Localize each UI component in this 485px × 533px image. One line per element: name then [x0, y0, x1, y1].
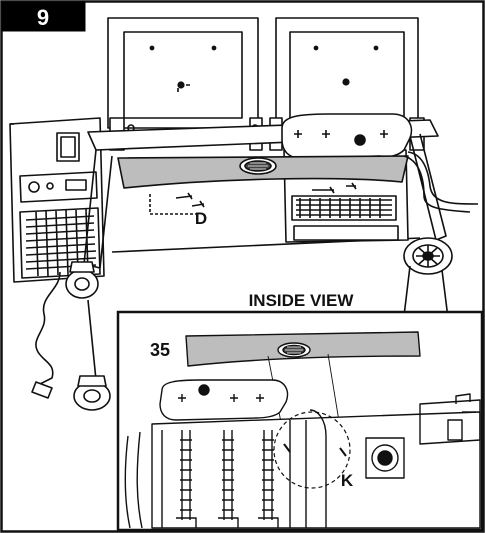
inset-barrel [124, 393, 481, 529]
focus-circle [273, 411, 351, 489]
front-panel-installed [117, 155, 409, 189]
right-lid [275, 17, 419, 129]
grill-main-illustration [9, 17, 479, 411]
pellet-hopper [9, 117, 105, 283]
label-d: D [195, 209, 207, 228]
inset-title: INSIDE VIEW [249, 291, 355, 310]
inside-view-inset [116, 310, 484, 532]
screws-d [149, 182, 357, 215]
left-lid [107, 17, 259, 129]
left-wheels [65, 261, 111, 411]
power-cord [31, 151, 479, 399]
front-panel-part-35 [185, 331, 421, 367]
inset-springs [176, 430, 279, 528]
right-wheel [403, 237, 453, 319]
side-shelf [281, 113, 413, 159]
label-35: 35 [150, 340, 170, 360]
step-number: 9 [37, 5, 49, 30]
label-k: K [341, 471, 354, 490]
step-badge: 9 [1, 1, 86, 32]
inset-shelf [159, 379, 289, 421]
inset-illustration [124, 331, 481, 529]
